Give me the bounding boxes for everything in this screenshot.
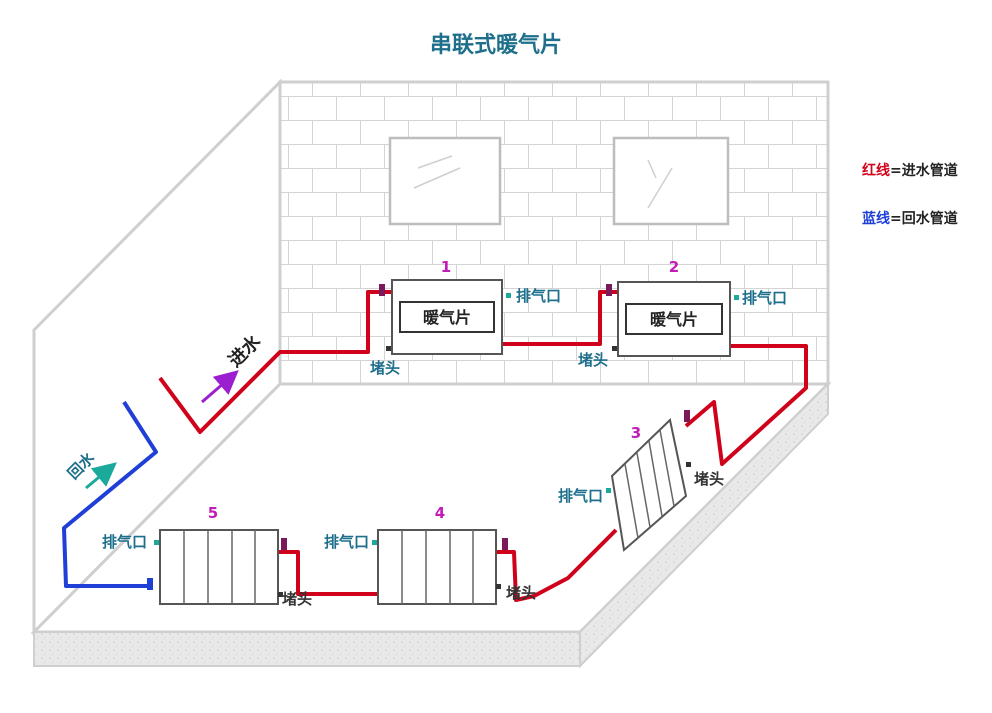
radiator-5-plug-label: 堵头 <box>282 590 312 608</box>
radiator-1-box-label: 暖气片 <box>423 308 471 327</box>
supply-pipe-r4-r5 <box>278 550 378 596</box>
radiator-4-valve <box>502 538 508 550</box>
radiator-2-plug-dot <box>612 346 617 351</box>
radiator-5-vent-dot <box>154 540 159 545</box>
radiator-5-body <box>159 529 279 605</box>
radiator-2 <box>606 281 739 357</box>
legend-supply-desc: =进水管道 <box>890 162 958 179</box>
radiator-2-number: 2 <box>669 258 679 276</box>
radiator-1-plug-dot <box>386 346 391 351</box>
radiator-3-fin <box>624 463 639 539</box>
window-glare <box>647 167 673 209</box>
radiator-2-vent-dot <box>734 295 739 300</box>
radiator-1-plug-label: 堵头 <box>370 359 400 377</box>
radiator-2-vent-label: 排气口 <box>742 289 787 307</box>
radiator-5-valve <box>281 538 287 550</box>
return-pipe <box>62 400 158 588</box>
window-right <box>612 136 730 226</box>
window-glare <box>647 159 657 179</box>
radiator-1-vent-label: 排气口 <box>516 287 561 305</box>
radiator-3 <box>606 410 691 552</box>
room-structure <box>30 78 832 669</box>
radiator-2-valve <box>606 284 612 296</box>
radiator-3-vent-dot <box>606 488 611 493</box>
radiator-4-vent-label: 排气口 <box>324 533 369 551</box>
radiator-3-valve <box>684 410 690 422</box>
floor-slab-front <box>33 631 581 667</box>
radiator-5-vent-label: 排气口 <box>102 533 147 551</box>
legend-supply-key: 红线 <box>862 162 890 179</box>
diagram-title: 串联式暖气片 <box>430 32 562 58</box>
radiator-2-box-label: 暖气片 <box>650 310 698 329</box>
radiator-4-body <box>377 529 497 605</box>
radiator-5 <box>147 529 287 605</box>
supply-pipe-r3-r4 <box>496 528 618 602</box>
radiator-1 <box>379 279 511 355</box>
radiator-4-plug-dot <box>496 584 501 589</box>
radiator-3-plug-dot <box>686 462 691 467</box>
inlet-arrow <box>201 370 239 404</box>
window-glare <box>413 167 461 189</box>
radiator-3-body <box>610 418 688 552</box>
radiator-3-fin <box>648 440 663 517</box>
window-left <box>388 136 502 226</box>
radiator-1-valve <box>379 284 385 296</box>
legend-return: 蓝线=回水管道 <box>862 210 958 227</box>
supply-pipe-segments <box>158 290 808 602</box>
radiator-2-plug-label: 堵头 <box>578 351 608 369</box>
legend-return-desc: =回水管道 <box>890 210 958 227</box>
return-arrow <box>85 462 117 490</box>
radiator-3-fin <box>636 452 651 528</box>
radiator-1-vent-dot <box>506 293 511 298</box>
radiator-5-return-valve <box>147 578 153 590</box>
radiator-4-vent-dot <box>372 540 377 545</box>
radiator-5-number: 5 <box>208 504 218 522</box>
legend: 红线=进水管道 蓝线=回水管道 <box>862 162 958 227</box>
windows <box>388 136 730 226</box>
radiator-3-vent-label: 排气口 <box>558 487 603 505</box>
back-wall <box>278 80 830 386</box>
radiator-1-label-box <box>399 301 495 333</box>
radiator-5-plug-dot <box>278 592 283 597</box>
supply-pipe-inlet <box>158 290 392 434</box>
legend-return-key: 蓝线 <box>862 210 890 227</box>
radiator-3-fin <box>659 429 675 507</box>
radiator-2-label-box <box>625 303 723 335</box>
radiator-3-number: 3 <box>631 424 641 442</box>
radiator-1-number: 1 <box>441 258 451 276</box>
legend-supply: 红线=进水管道 <box>862 162 958 179</box>
radiator-4-plug-label: 堵头 <box>506 584 536 602</box>
window-glare <box>417 155 453 169</box>
radiator-4-number: 4 <box>435 504 445 522</box>
supply-pipe-r2-r3 <box>684 344 808 466</box>
radiator-3-plug-label: 堵头 <box>694 470 724 488</box>
radiator-4 <box>372 529 508 605</box>
